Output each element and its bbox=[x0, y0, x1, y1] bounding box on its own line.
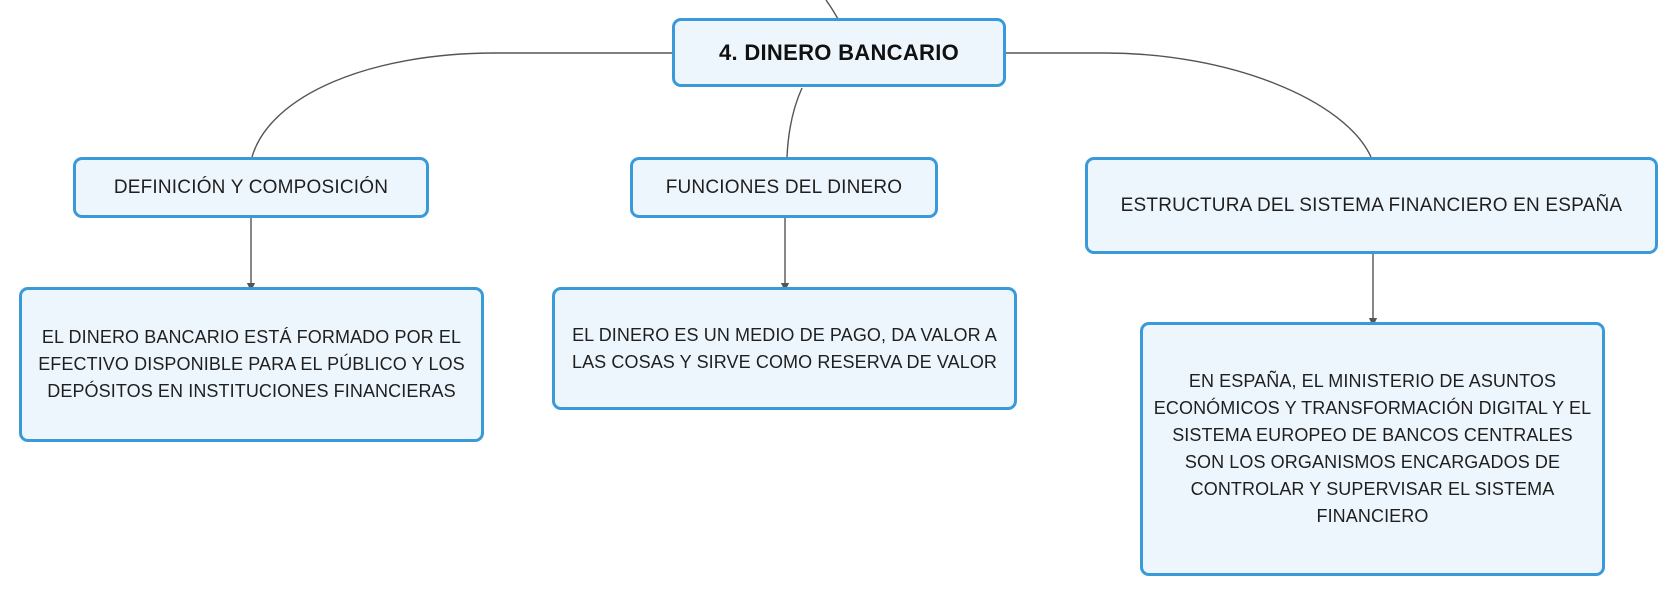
detail-text: EL DINERO ES UN MEDIO DE PAGO, DA VALOR … bbox=[571, 324, 998, 372]
subtopic-label: ESTRUCTURA DEL SISTEMA FINANCIERO EN ESP… bbox=[1120, 194, 1623, 216]
detail-node-estructura[interactable]: EN ESPAÑA, EL MINISTERIO DE ASUNTOS ECON… bbox=[1140, 322, 1605, 576]
connector-root-to-estructura bbox=[1006, 52, 1372, 158]
detail-text: EN ESPAÑA, EL MINISTERIO DE ASUNTOS ECON… bbox=[1153, 371, 1592, 526]
parent-connector bbox=[825, 0, 839, 20]
subtopic-node-estructura[interactable]: ESTRUCTURA DEL SISTEMA FINANCIERO EN ESP… bbox=[1085, 157, 1658, 254]
detail-node-definicion[interactable]: EL DINERO BANCARIO ESTÁ FORMADO POR EL E… bbox=[19, 287, 484, 442]
root-topic-label: 4. DINERO BANCARIO bbox=[718, 39, 960, 65]
subtopic-label: DEFINICIÓN Y COMPOSICIÓN bbox=[113, 176, 389, 198]
connector-root-to-definicion bbox=[251, 52, 672, 158]
detail-text: EL DINERO BANCARIO ESTÁ FORMADO POR EL E… bbox=[38, 327, 465, 401]
root-topic-node[interactable]: 4. DINERO BANCARIO bbox=[672, 18, 1006, 87]
subtopic-node-definicion[interactable]: DEFINICIÓN Y COMPOSICIÓN bbox=[73, 157, 429, 218]
connector-root-to-funciones bbox=[786, 87, 803, 158]
subtopic-node-funciones[interactable]: FUNCIONES DEL DINERO bbox=[630, 157, 938, 218]
detail-node-funciones[interactable]: EL DINERO ES UN MEDIO DE PAGO, DA VALOR … bbox=[552, 287, 1017, 410]
subtopic-label: FUNCIONES DEL DINERO bbox=[665, 176, 903, 198]
